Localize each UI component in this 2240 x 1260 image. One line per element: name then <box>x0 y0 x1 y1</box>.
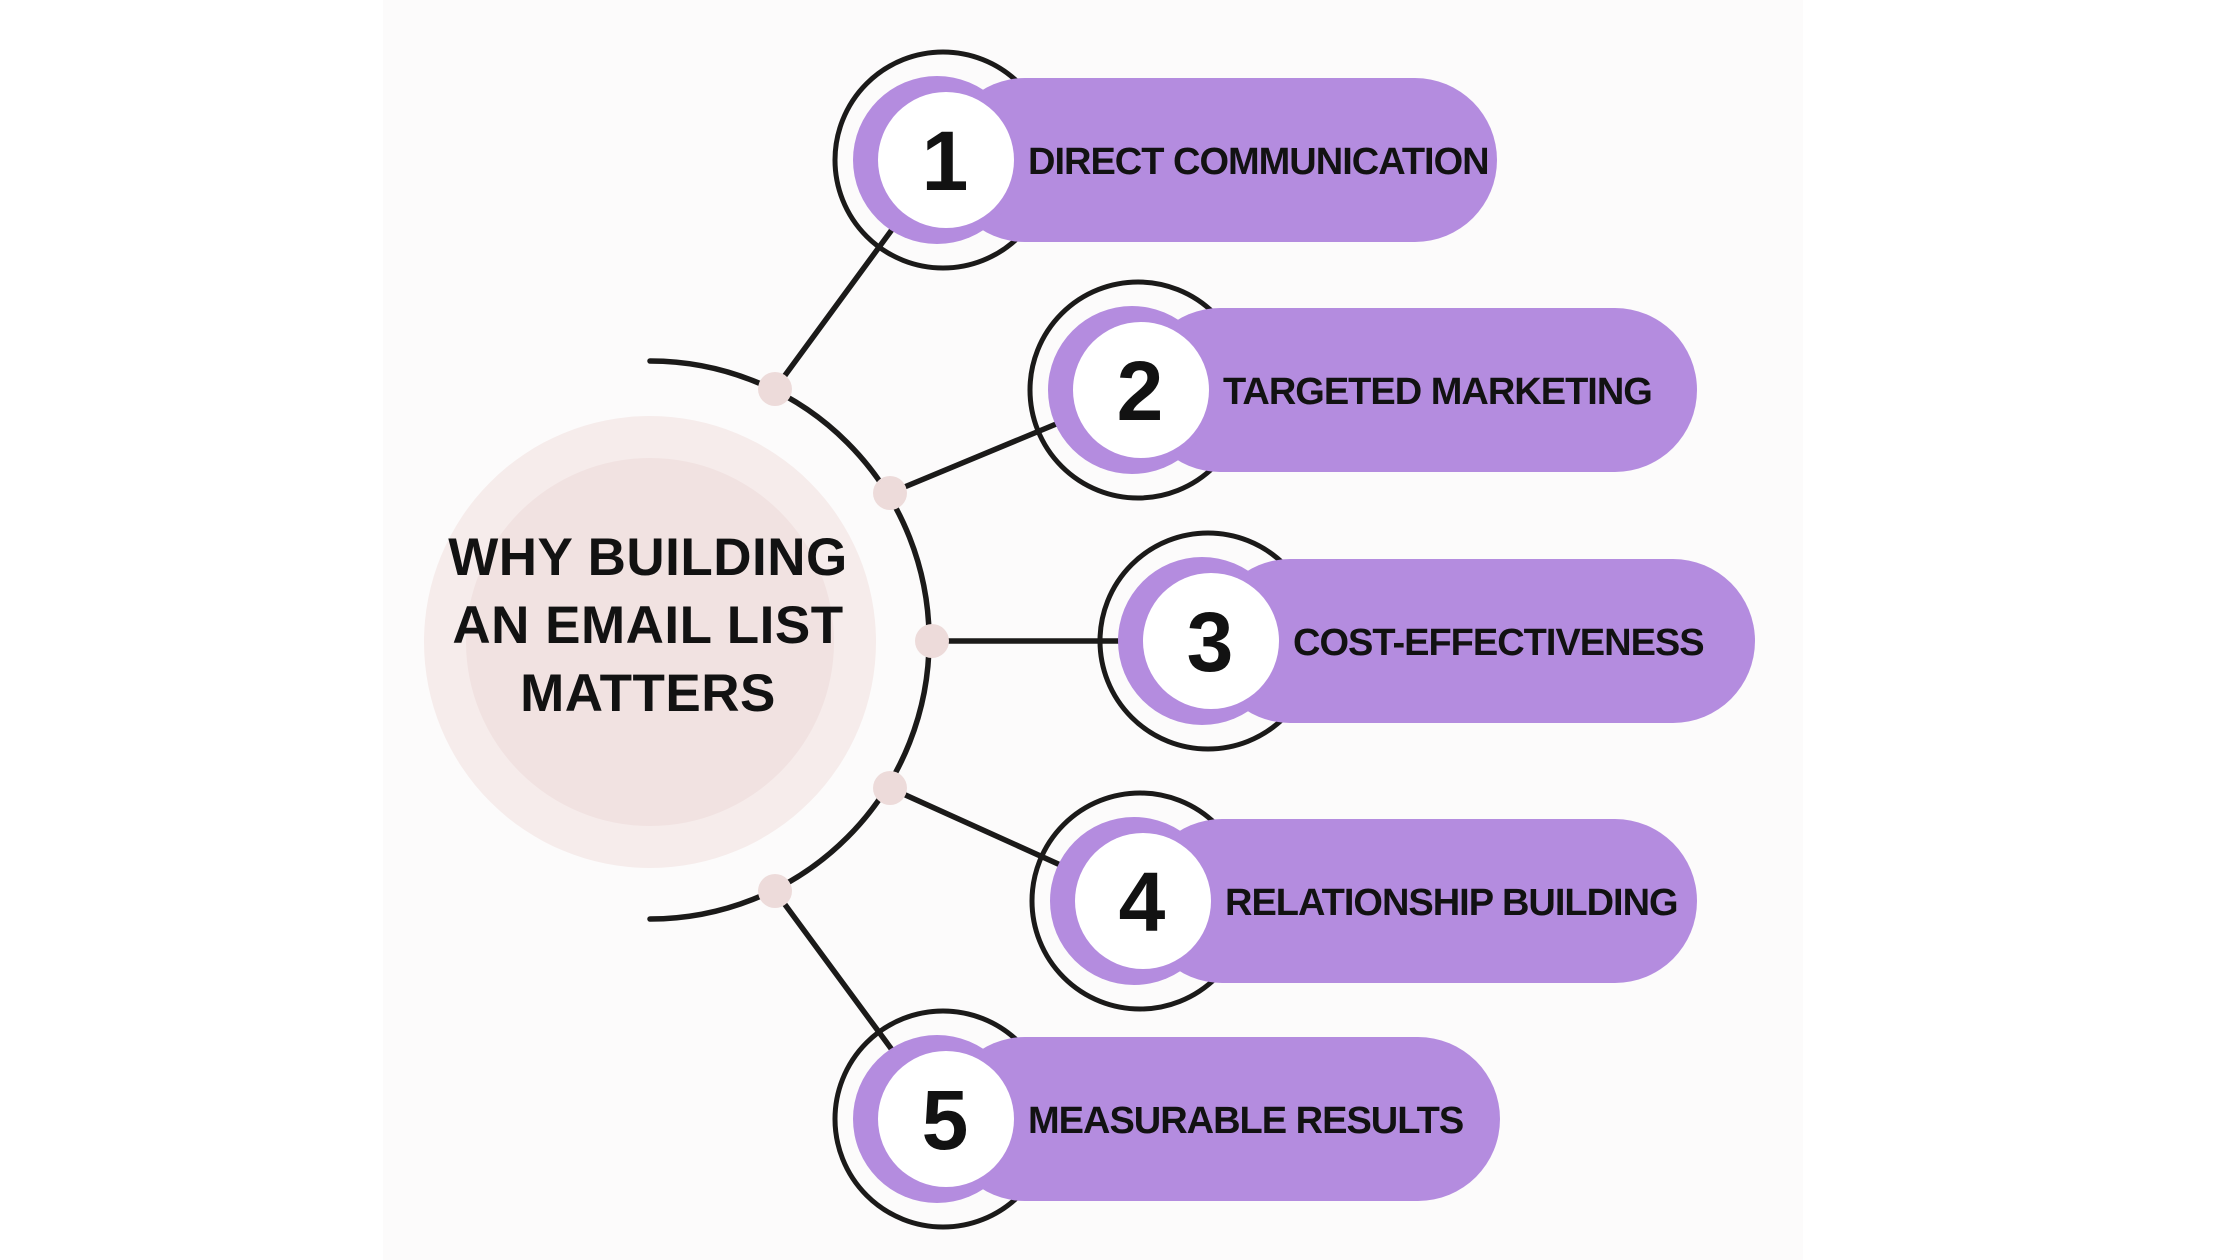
connector-dot-5 <box>758 874 792 908</box>
item-label-5: MEASURABLE RESULTS <box>1028 1100 1463 1142</box>
connector-dot-3 <box>915 624 949 658</box>
item-pill-1 <box>943 78 1497 242</box>
item-2: 2 TARGETED MARKETING <box>1027 279 1697 501</box>
hub-title-line-2: AN EMAIL LIST <box>452 596 843 655</box>
item-label-2: TARGETED MARKETING <box>1223 371 1652 413</box>
connector-dot-2 <box>873 476 907 510</box>
badge-number-3: 3 <box>1187 595 1234 689</box>
badge-number-1: 1 <box>922 114 969 208</box>
connector-dot-1 <box>758 372 792 406</box>
item-pill-2 <box>1138 308 1697 472</box>
badge-white-circle-3 <box>1143 573 1279 709</box>
badge-white-circle-4 <box>1075 833 1211 969</box>
item-3: 3 COST-EFFECTIVENESS <box>1097 530 1755 752</box>
hub-title-line-3: MATTERS <box>520 664 776 723</box>
hub-circle-inner <box>466 458 834 826</box>
item-4: 4 RELATIONSHIP BUILDING <box>1029 790 1697 1012</box>
badge-white-circle-2 <box>1073 322 1209 458</box>
hub-title-line-1: WHY BUILDING <box>448 528 848 587</box>
badge-number-4: 4 <box>1119 855 1166 949</box>
badge-white-circle-1 <box>878 92 1014 228</box>
item-label-3: COST-EFFECTIVENESS <box>1293 622 1704 664</box>
item-pill-4 <box>1140 819 1697 983</box>
item-1: 1 DIRECT COMMUNICATION <box>832 49 1497 271</box>
badge-number-2: 2 <box>1117 344 1164 438</box>
item-pill-3 <box>1208 559 1755 723</box>
item-5: 5 MEASURABLE RESULTS <box>832 1008 1500 1230</box>
badge-white-circle-5 <box>878 1051 1014 1187</box>
connector-dot-4 <box>873 771 907 805</box>
item-label-1: DIRECT COMMUNICATION <box>1028 141 1489 183</box>
item-label-4: RELATIONSHIP BUILDING <box>1225 882 1678 924</box>
item-pill-5 <box>943 1037 1500 1201</box>
badge-number-5: 5 <box>922 1073 969 1167</box>
